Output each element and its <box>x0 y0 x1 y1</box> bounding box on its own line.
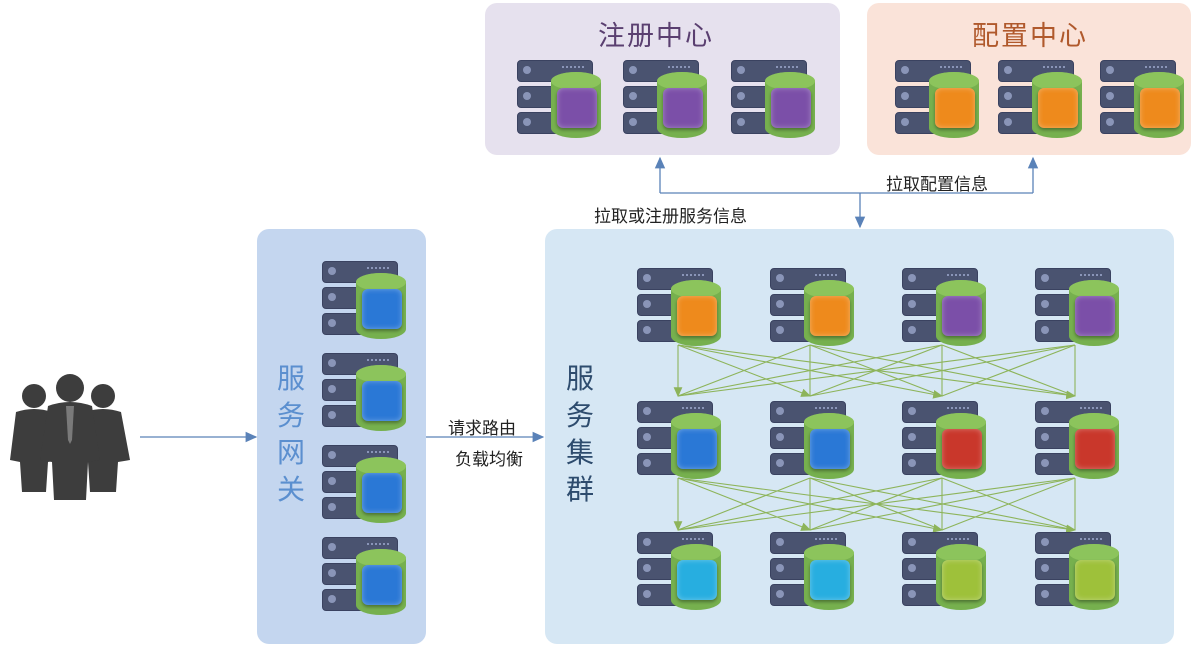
service-chip-icon <box>1140 88 1180 128</box>
service-chip-icon <box>942 296 982 336</box>
service-chip-icon <box>1038 88 1078 128</box>
service-gateway-title: 服务网关 <box>276 362 305 506</box>
gateway-server-icon <box>322 353 412 433</box>
user-group-icon <box>10 374 130 500</box>
cluster-server-icon <box>902 268 992 348</box>
service-chip-icon <box>942 560 982 600</box>
registry-server-icon <box>623 60 713 140</box>
gateway-server-icon <box>322 537 412 617</box>
config-server-icon <box>895 60 985 140</box>
service-chip-icon <box>677 560 717 600</box>
pull-or-register-label: 拉取或注册服务信息 <box>594 207 747 227</box>
cluster-server-icon <box>637 401 727 481</box>
mesh-links-upper <box>673 344 1077 400</box>
service-chip-icon <box>942 429 982 469</box>
service-chip-icon <box>810 429 850 469</box>
service-chip-icon <box>362 565 402 605</box>
service-chip-icon <box>771 88 811 128</box>
registry-server-icon <box>517 60 607 140</box>
service-chip-icon <box>362 473 402 513</box>
cluster-server-icon <box>1035 532 1125 612</box>
service-chip-icon <box>362 381 402 421</box>
cluster-server-icon <box>770 532 860 612</box>
service-chip-icon <box>1075 429 1115 469</box>
config-server-icon <box>998 60 1088 140</box>
mesh-links-lower <box>673 477 1077 534</box>
service-chip-icon <box>677 296 717 336</box>
service-chip-icon <box>810 296 850 336</box>
service-cluster-title: 服务集群 <box>565 362 594 506</box>
service-chip-icon <box>810 560 850 600</box>
service-chip-icon <box>677 429 717 469</box>
cluster-server-icon <box>1035 268 1125 348</box>
pull-config-label: 拉取配置信息 <box>886 175 988 195</box>
gateway-server-icon <box>322 445 412 525</box>
gateway-server-icon <box>322 261 412 341</box>
service-chip-icon <box>935 88 975 128</box>
service-chip-icon <box>1075 560 1115 600</box>
service-chip-icon <box>1075 296 1115 336</box>
service-chip-icon <box>663 88 703 128</box>
cluster-server-icon <box>902 532 992 612</box>
cluster-server-icon <box>637 532 727 612</box>
cluster-server-icon <box>770 401 860 481</box>
config-server-icon <box>1100 60 1190 140</box>
config-center-title: 配置中心 <box>972 21 1088 52</box>
service-chip-icon <box>557 88 597 128</box>
cluster-server-icon <box>637 268 727 348</box>
service-chip-icon <box>362 289 402 329</box>
request-routing-label: 请求路由 <box>448 419 516 439</box>
registry-server-icon <box>731 60 821 140</box>
cluster-server-icon <box>770 268 860 348</box>
cluster-server-icon <box>1035 401 1125 481</box>
registry-center-title: 注册中心 <box>598 21 714 52</box>
cluster-server-icon <box>902 401 992 481</box>
load-balancing-label: 负载均衡 <box>455 450 523 470</box>
